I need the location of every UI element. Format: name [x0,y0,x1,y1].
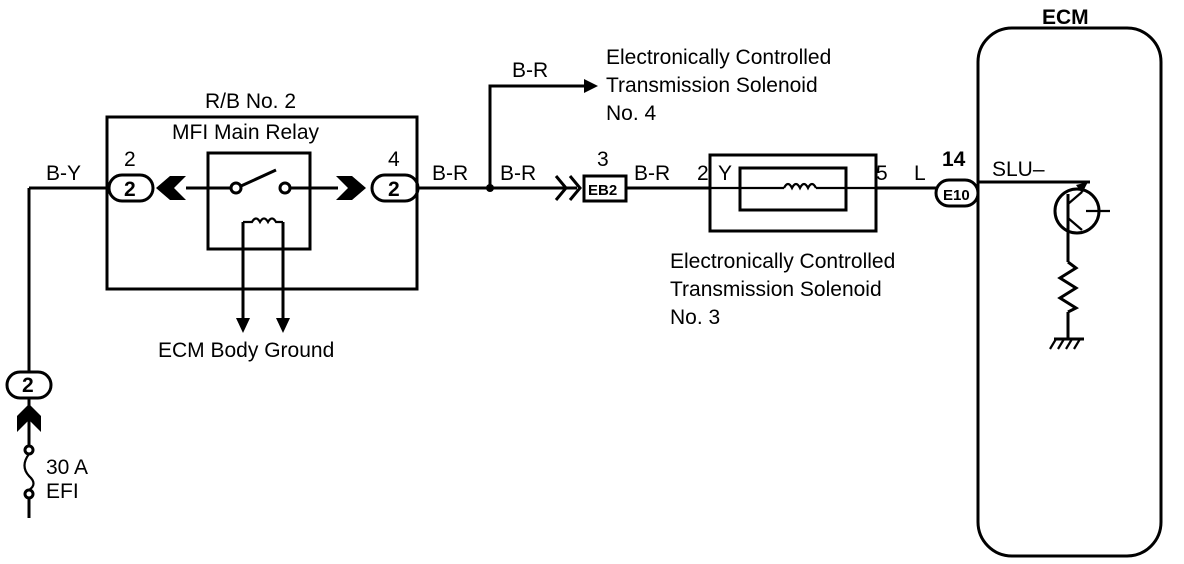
ground-label: ECM Body Ground [158,339,334,362]
power-connector-arrow-icon [17,404,41,432]
relay-coil-icon [241,217,285,318]
fuse-icon [23,444,35,500]
relay-right-connector [336,173,420,203]
connector-arrow-icon [336,176,366,200]
solenoid3-pin-in: 2 [697,162,709,185]
connector-arrow-icon [156,176,186,200]
solenoid3-pin-in-color: Y [718,162,732,185]
ecm-signal-label: SLU– [992,158,1045,181]
wire-br-branch [488,84,584,188]
solenoid3-coil-icon [711,182,876,191]
ground-arrow-icon [276,318,290,333]
ecm-resistor-icon [1057,228,1080,338]
relay-right-connector-label: 2 [388,178,400,201]
fuse-name: EFI [46,480,79,503]
wire-color-branch: B-R [512,59,548,82]
eb2-pin-number: 3 [597,148,609,171]
e10-pin-number: 14 [942,148,966,171]
wire-color-l: L [914,162,926,185]
relay-block-title: R/B No. 2 [205,90,296,113]
wire-color-relay-out: B-R [432,162,468,185]
fuse-rating: 30 A [46,456,88,479]
solenoid4-label-line1: Electronically Controlled [606,46,831,69]
power-connector-label: 2 [22,374,34,397]
ground-arrow-icon [236,318,250,333]
eb2-connector-label: EB2 [588,182,617,199]
solenoid3-label-line1: Electronically Controlled [670,250,895,273]
solenoid3-outer-box [708,153,878,233]
relay-left-pin: 2 [124,148,136,171]
solenoid3-pin-out: 5 [876,162,888,185]
solenoid3-label-line3: No. 3 [670,306,720,329]
e10-connector-label: E10 [943,187,970,204]
relay-left-connector-label: 2 [124,178,136,201]
ecm-title: ECM [1042,6,1089,29]
relay-inner-box [206,151,312,251]
solenoid4-label-line2: Transmission Solenoid [606,74,818,97]
wire-color-splice-out: B-R [500,162,536,185]
e10-connector [934,178,980,208]
solenoid3-label-line2: Transmission Solenoid [670,278,882,301]
ecm-transistor-icon [1053,181,1110,235]
power-connector [5,370,53,400]
relay-block-box [105,115,419,291]
arrow-solenoid4-icon [584,79,598,93]
wire-color-eb2-out: B-R [634,162,670,185]
wire-color-by: B-Y [46,162,81,185]
relay-name: MFI Main Relay [172,121,320,144]
solenoid4-label-line3: No. 4 [606,102,657,125]
relay-switch-icon [186,168,338,195]
eb2-connector [554,174,628,203]
relay-right-pin: 4 [388,148,400,171]
ecm-box [976,26,1163,558]
relay-left-connector [107,173,186,203]
ecm-ground-icon [1049,337,1084,350]
